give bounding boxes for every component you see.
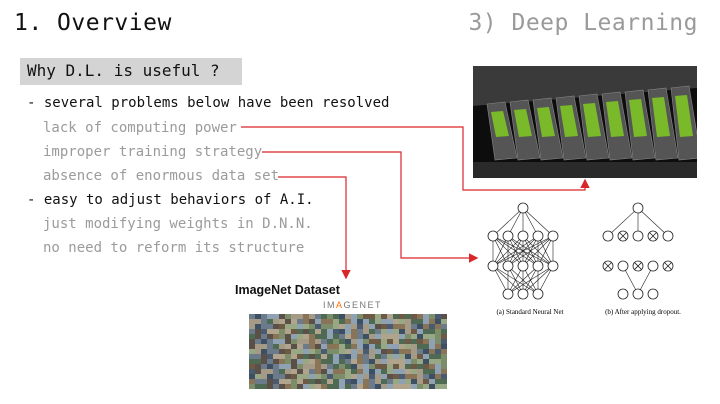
imagenet-logo: IMAGENET: [323, 300, 383, 310]
subitem-training-strategy: improper training strategy: [43, 144, 263, 160]
arrow-computing-to-gpu: [241, 126, 590, 191]
bullet-resolved-problems: - several problems below have been resol…: [27, 95, 390, 111]
gpu-server-image: [473, 66, 697, 178]
subitem-computing-power: lack of computing power: [43, 120, 237, 136]
heading-badge-text: Why D.L. is useful ?: [27, 61, 220, 80]
caption-standard-net: (a) Standard Neural Net: [496, 308, 563, 316]
section-title: 3) Deep Learning: [468, 10, 698, 36]
heading-badge: Why D.L. is useful ?: [20, 58, 242, 85]
bullet-adjust-behaviors: - easy to adjust behaviors of A.I.: [27, 192, 314, 208]
imagenet-mosaic-image: [249, 314, 447, 389]
subitem-modifying-weights: just modifying weights in D.N.N.: [43, 216, 313, 232]
neural-net-dropout-figure: (a) Standard Neural Net (b) After applyi…: [487, 202, 681, 316]
caption-dropout-net: (b) After applying dropout.: [605, 308, 681, 316]
standard-neural-net-diagram: [487, 202, 559, 300]
arrow-data-to-imagenet: [278, 176, 351, 280]
imagenet-dataset-label: ImageNet Dataset: [235, 283, 340, 297]
dropout-neural-net-diagram: [602, 202, 674, 300]
subitem-data-set: absence of enormous data set: [43, 168, 280, 184]
subitem-no-reform: no need to reform its structure: [43, 240, 305, 256]
arrow-training-to-nn: [262, 151, 479, 263]
slide-title: 1. Overview: [14, 10, 172, 36]
